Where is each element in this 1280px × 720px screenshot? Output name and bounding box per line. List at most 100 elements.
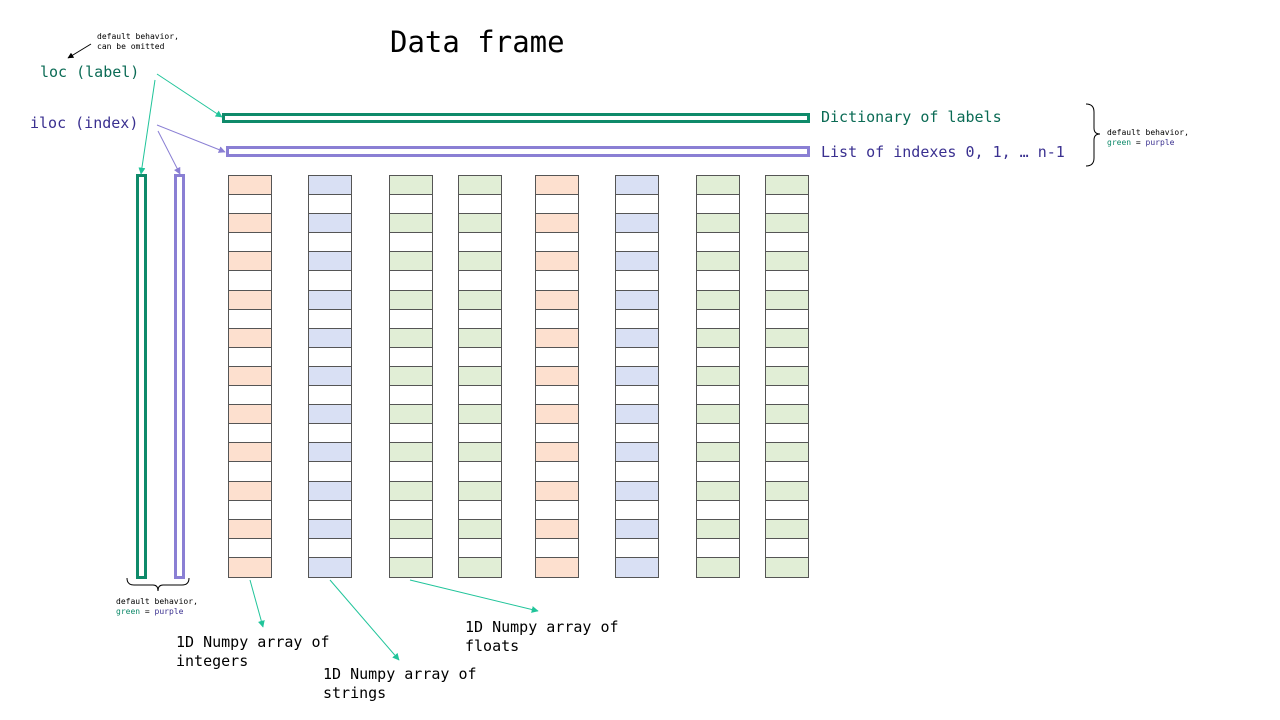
column-cell [616, 462, 658, 482]
column-cell [766, 366, 808, 387]
column-cell [309, 405, 351, 425]
column-cell [536, 443, 578, 463]
indexes-bar [226, 146, 810, 157]
column-cell [697, 309, 739, 329]
column-cell [390, 538, 432, 558]
column-cell [390, 252, 432, 272]
column-cell [309, 233, 351, 253]
column-cell [536, 500, 578, 520]
column-cell [309, 443, 351, 463]
column-cell [390, 366, 432, 387]
column-cell [766, 176, 808, 196]
column-cell [616, 500, 658, 520]
column-cell [309, 290, 351, 310]
column-cell [697, 481, 739, 501]
note-line: can be omitted [97, 42, 165, 51]
column-cell [616, 176, 658, 196]
column-cell [697, 176, 739, 196]
iloc-to-row-indexes-arrow [157, 130, 181, 175]
loc-to-row-labels-arrow [138, 79, 156, 175]
column-cell [536, 309, 578, 329]
data-column-floats [458, 175, 502, 578]
column-cell [766, 309, 808, 329]
column-cell [616, 252, 658, 272]
note-purple-word: purple [1145, 138, 1175, 147]
row-indexes-bar [174, 174, 185, 579]
column-cell [616, 214, 658, 234]
column-cell [229, 462, 271, 482]
column-cell [766, 328, 808, 348]
column-cell [309, 500, 351, 520]
column-cell [309, 386, 351, 406]
column-cell [390, 214, 432, 234]
data-column-integers [228, 175, 272, 578]
column-cell [766, 271, 808, 291]
column-cell [309, 195, 351, 215]
column-cell [536, 233, 578, 253]
column-cell [616, 481, 658, 501]
column-cell [309, 462, 351, 482]
column-cell [309, 519, 351, 539]
column-cell [697, 328, 739, 348]
column-cell [459, 557, 501, 577]
column-cell [766, 233, 808, 253]
column-cell [616, 366, 658, 387]
note-line: default behavior, [1107, 128, 1189, 137]
column-cell [309, 538, 351, 558]
column-cell [229, 424, 271, 444]
column-cell [390, 309, 432, 329]
column-cell [229, 443, 271, 463]
column-cell [229, 309, 271, 329]
column-cell [697, 386, 739, 406]
column-cell [459, 443, 501, 463]
column-cell [390, 443, 432, 463]
column-cell [766, 195, 808, 215]
column-cell [390, 424, 432, 444]
data-column-strings [308, 175, 352, 578]
column-cell [390, 557, 432, 577]
column-cell [459, 214, 501, 234]
note-green-word: green [116, 607, 141, 616]
column-cell [459, 481, 501, 501]
column-cell [697, 252, 739, 272]
column-cell [766, 252, 808, 272]
right-brace [1085, 103, 1101, 167]
column-cell [459, 538, 501, 558]
column-cell [309, 366, 351, 387]
column-cell [766, 424, 808, 444]
column-cell [459, 176, 501, 196]
column-cell [536, 424, 578, 444]
column-cell [229, 519, 271, 539]
column-cell [309, 481, 351, 501]
column-cell [616, 195, 658, 215]
column-cell [309, 271, 351, 291]
column-cell [536, 328, 578, 348]
column-cell [766, 500, 808, 520]
column-cell [390, 405, 432, 425]
column-cell [766, 386, 808, 406]
column-cell [697, 214, 739, 234]
loc-label: loc (label) [40, 63, 140, 81]
note-default-omitted: default behavior, can be omitted [97, 32, 179, 52]
column-cell [390, 500, 432, 520]
column-cell [229, 176, 271, 196]
column-cell [459, 290, 501, 310]
column-cell [390, 271, 432, 291]
integers-arrow [249, 579, 265, 628]
column-cell [766, 405, 808, 425]
column-cell [697, 500, 739, 520]
column-cell [536, 519, 578, 539]
column-cell [616, 271, 658, 291]
column-cell [536, 195, 578, 215]
column-cell [390, 176, 432, 196]
note-default-behavior-right: default behavior, green = purple [1107, 128, 1189, 148]
column-cell [616, 538, 658, 558]
column-cell [390, 347, 432, 367]
column-cell [390, 462, 432, 482]
labels-bar [222, 113, 810, 123]
column-cell [390, 290, 432, 310]
column-cell [229, 347, 271, 367]
column-cell [229, 538, 271, 558]
column-cell [459, 386, 501, 406]
column-cell [697, 366, 739, 387]
